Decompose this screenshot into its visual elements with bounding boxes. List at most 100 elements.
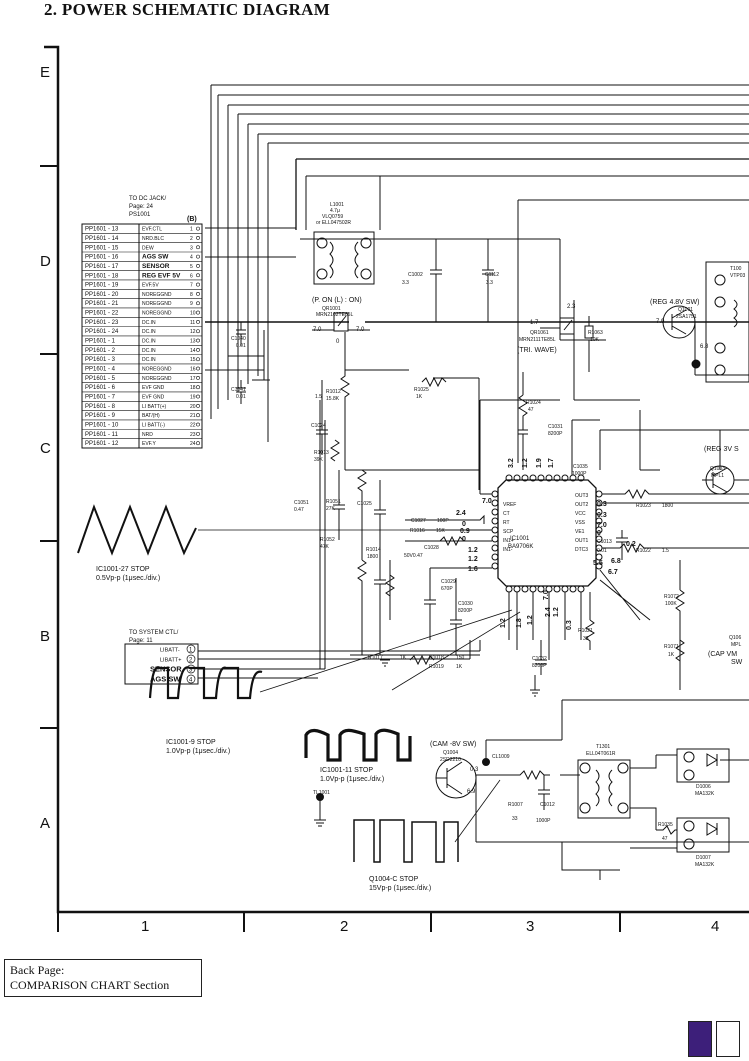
dc-jack-signal-label: DC.IN <box>142 329 156 335</box>
dc-jack-pin-number: 18 <box>190 385 196 391</box>
c1024-label: C1024 <box>311 423 326 429</box>
row-label-c: C <box>40 440 51 457</box>
c1041-label: C1041 <box>231 387 246 393</box>
dc-jack-pin-number: 20 <box>190 404 196 410</box>
dc-jack-pin-number: 2 <box>190 236 193 242</box>
dc-jack-signal-label: AGS SW <box>142 254 169 261</box>
c1040-label: C1040 <box>231 336 246 342</box>
q1001-note: (REG 4.8V SW) <box>650 299 699 306</box>
r1016-label: R1016 <box>410 528 425 534</box>
dc-jack-signal-label: NRD <box>142 432 153 438</box>
back-page-line1: Back Page: <box>10 963 65 977</box>
ic1001-right-voltage: 6.7 <box>608 569 618 576</box>
dc-jack-terminal <box>196 338 200 343</box>
qr1001-v1: 7.0 <box>313 327 322 333</box>
c1025-label: C1025 <box>357 501 372 507</box>
dc-jack-signal-label: EVF GND <box>142 395 165 401</box>
col-label-3: 3 <box>526 918 535 935</box>
dc-jack-pin-number: 15 <box>190 357 196 363</box>
ic1001-left-voltage: 1.2 <box>468 556 478 563</box>
dc-jack-pin-number: 3 <box>190 245 193 251</box>
dc-jack-terminal <box>196 319 200 324</box>
qr1001-condition: (P. ON (L) : ON) <box>312 297 362 304</box>
r1051-value: 27K <box>326 506 336 512</box>
dc-jack-pin-label: PP1601 - 24 <box>85 329 119 335</box>
waveform4-caption1: Q1004-C STOP <box>369 876 419 883</box>
l1001-value: 4.7μ <box>330 208 340 214</box>
r1072-value: 100K <box>665 601 677 607</box>
waveform2-caption1: IC1001-9 STOP <box>166 739 216 746</box>
dc-jack-pin-number: 13 <box>190 339 196 345</box>
r1012-label: R1012 <box>326 389 341 395</box>
r1022-label: R1022 <box>636 548 651 554</box>
dc-jack-pin-number: 19 <box>190 395 196 401</box>
c1112-label: C1112 <box>485 272 499 278</box>
dc-jack-terminal <box>196 441 200 446</box>
dc-jack-terminal <box>196 282 200 287</box>
r1063-value: 10K <box>590 337 600 343</box>
c1032-label: C1032 <box>532 656 547 662</box>
dc-jack-terminal <box>196 254 200 259</box>
dc-jack-pin-number: 17 <box>190 376 196 382</box>
dc-jack-pin-number: 14 <box>190 348 196 354</box>
dc-jack-pin-label: PP1601 - 16 <box>85 255 119 261</box>
ic1001-left-voltage: 1.6 <box>468 566 478 573</box>
l1001-alt: or ELL047502R <box>316 220 351 226</box>
ic1001-pin-name-right: VCC <box>575 511 586 517</box>
c1035-label: C1035 <box>573 464 588 470</box>
system-ctl-terminal <box>186 654 196 664</box>
dc-jack-terminal <box>196 264 200 268</box>
dc-jack-terminal <box>196 366 200 371</box>
dc-jack-terminal <box>196 301 200 306</box>
system-ctl-terminal <box>186 644 196 654</box>
q1006-note2: SW <box>731 659 743 666</box>
qr1061-v1: 1.7 <box>530 320 539 326</box>
c1051-label: C1051 <box>294 500 309 506</box>
ic1001-left-voltage: 7.0 <box>482 498 492 505</box>
q1001-part: 2SA1751 <box>676 314 697 320</box>
r1052-value: 47K <box>320 544 330 550</box>
reg3v-note: (REG 3V S <box>704 446 739 453</box>
r1023-label: R1023 <box>636 503 651 509</box>
ic1001-bottom-voltage: 1.2 <box>500 618 507 628</box>
r1063-label: R1063 <box>588 330 603 336</box>
dc-jack-pin-label: PP1601 - 21 <box>85 301 119 307</box>
dc-jack-signal-label: SENSOR <box>142 263 170 270</box>
ic1001-top-voltage: 1.2 <box>522 458 529 468</box>
r1072-label: R1072 <box>664 594 679 600</box>
r1017-label: R1017 <box>368 655 383 661</box>
dc-jack-signal-label: NOREGGND <box>142 376 172 382</box>
color-swatch-white <box>716 1021 740 1057</box>
r1024-label: R1024 <box>526 400 541 406</box>
dc-jack-pin-number: 11 <box>190 320 195 326</box>
c1012-value: 1000P <box>536 818 551 824</box>
waveform3-caption2: 1.0Vp-p (1μsec./div.) <box>320 776 384 783</box>
dc-jack-pin-number: 7 <box>190 283 193 289</box>
dc-jack-pin-label: PP1601 - 23 <box>85 320 119 326</box>
dc-jack-pin-number: 22 <box>190 423 196 429</box>
r1018-value: 150 <box>456 655 465 661</box>
r1071-value: 1K <box>668 652 675 658</box>
dc-jack-pin-label: PP1601 - 3 <box>85 357 116 363</box>
dc-jack-terminal <box>196 329 200 334</box>
r1013-value: 39K <box>314 457 324 463</box>
dc-jack-pin-label: PP1601 - 20 <box>85 292 119 298</box>
dc-jack-signal-label: EVF.5V <box>142 283 159 289</box>
ic1001-pin-name-left: CT <box>503 511 510 517</box>
t1001-label: T100 <box>730 266 742 272</box>
c1002-label: C1002 <box>408 272 423 278</box>
cam8v-note: (CAM -8V SW) <box>430 741 476 748</box>
system-ctl-header1: TO SYSTEM CTL/ <box>129 630 179 636</box>
c1112-value: 3.3 <box>486 280 493 286</box>
dc-jack-signal-label: DC.IN <box>142 348 156 354</box>
system-ctl-pin-number: 3 <box>189 668 193 674</box>
system-ctl-signal: LIBATT- <box>160 648 180 654</box>
r1021-value: 33 <box>583 636 589 642</box>
dc-jack-signal-label: NOREGGND <box>142 292 172 298</box>
row-label-b: B <box>40 628 51 645</box>
r1024-value: 47 <box>528 407 534 413</box>
dc-jack-signal-label: DEW <box>142 245 154 251</box>
dc-jack-pin-number: 1 <box>190 227 193 233</box>
dc-jack-pin-number: 23 <box>190 432 196 438</box>
